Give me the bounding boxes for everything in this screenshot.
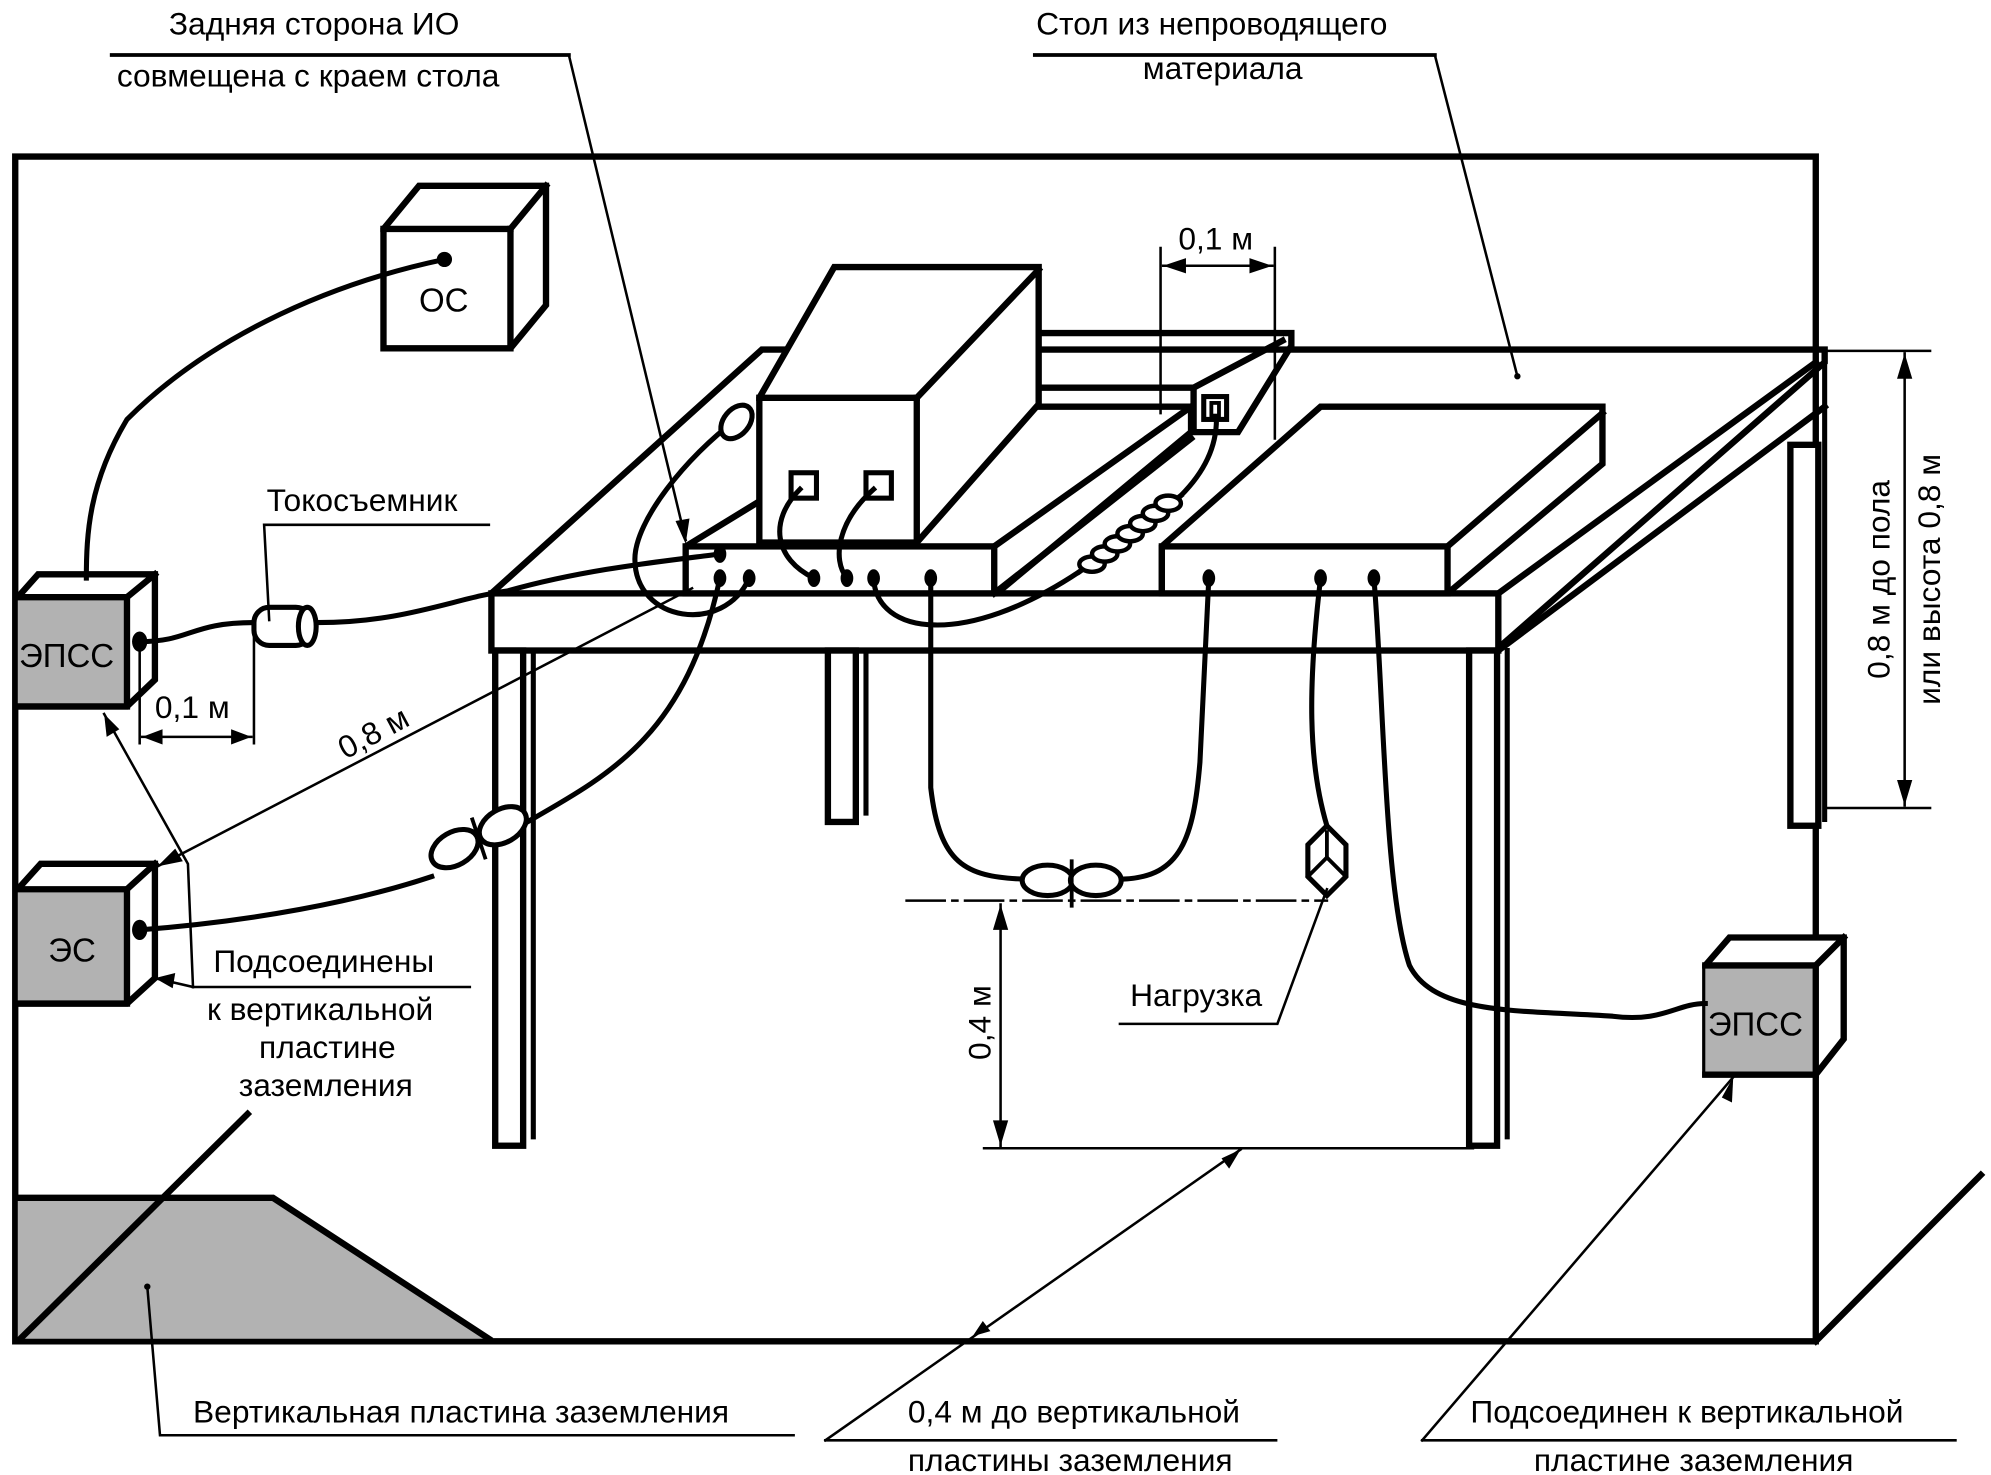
callout-current-probe: Токосъемник bbox=[262, 482, 491, 622]
epss-right-label: ЭПСС bbox=[1708, 1005, 1803, 1042]
dim-0-4m-label: 0,4 м bbox=[961, 985, 997, 1060]
svg-text:Токосъемник: Токосъемник bbox=[267, 482, 459, 518]
dim-height-line1: 0,8 м до пола bbox=[1860, 480, 1896, 679]
svg-text:к вертикальной: к вертикальной bbox=[207, 991, 433, 1027]
callout-connected-left: Подсоединены к вертикальной пластине заз… bbox=[102, 712, 472, 1103]
dimension-0-1m-top: 0,1 м bbox=[1159, 220, 1277, 440]
svg-text:Подсоединены: Подсоединены bbox=[213, 943, 434, 979]
ferrite-es-cable bbox=[428, 804, 529, 871]
svg-text:Задняя сторона ИО: Задняя сторона ИО bbox=[169, 6, 460, 42]
load bbox=[1305, 822, 1349, 900]
svg-text:материала: материала bbox=[1143, 50, 1303, 86]
svg-text:совмещена с краем стола: совмещена с краем стола bbox=[117, 58, 500, 94]
dimension-0-8m-height: 0,8 м до пола или высота 0,8 м bbox=[1823, 349, 1947, 810]
svg-text:пластины заземления: пластины заземления bbox=[908, 1442, 1233, 1475]
epss-left-label: ЭПСС bbox=[19, 637, 114, 674]
auxiliary-unit-rear bbox=[1038, 329, 1295, 436]
os-box: ОС bbox=[380, 181, 551, 352]
dimension-0-1m-left: 0,1 м bbox=[138, 621, 256, 745]
svg-text:заземления: заземления bbox=[239, 1067, 413, 1103]
dim-0-1m-top-label: 0,1 м bbox=[1178, 220, 1253, 256]
callout-distance-plate: 0,4 м до вертикальной пластины заземлени… bbox=[823, 1147, 1278, 1475]
dim-0-8m-label: 0,8 м bbox=[332, 699, 415, 766]
svg-text:0,4 м до вертикальной: 0,4 м до вертикальной bbox=[908, 1394, 1240, 1430]
dimension-0-8m-diagonal: 0,8 м bbox=[155, 586, 694, 869]
svg-text:Вертикальная пластина заземлен: Вертикальная пластина заземления bbox=[193, 1394, 729, 1430]
callout-load: Нагрузка bbox=[1118, 887, 1329, 1026]
vertical-ground-plate bbox=[14, 1109, 494, 1344]
eut-main-box bbox=[756, 263, 1044, 546]
es-box: ЭС bbox=[14, 859, 160, 1007]
ferrite-hanging-cable bbox=[1019, 859, 1124, 908]
es-label: ЭС bbox=[48, 932, 96, 969]
coiled-cable bbox=[1075, 492, 1185, 576]
callout-connected-right: Подсоединен к вертикальной пластине зазе… bbox=[1420, 1075, 1957, 1475]
table bbox=[486, 346, 1830, 1149]
room-frame bbox=[12, 153, 1986, 1346]
svg-text:пластине заземления: пластине заземления bbox=[1534, 1442, 1854, 1475]
cables bbox=[83, 256, 1708, 1020]
epss-right-box: ЭПСС bbox=[1702, 932, 1849, 1078]
svg-text:Подсоединен к вертикальной: Подсоединен к вертикальной bbox=[1470, 1394, 1903, 1430]
callout-table-material: Стол из непроводящего материала bbox=[1032, 6, 1521, 380]
dimension-0-4m-vertical: 0,4 м bbox=[961, 903, 1475, 1150]
callout-back-side: Задняя сторона ИО совмещена с краем стол… bbox=[109, 6, 690, 544]
right-module bbox=[1158, 403, 1607, 597]
dim-height-line2: или высота 0,8 м bbox=[1911, 454, 1947, 705]
svg-text:Нагрузка: Нагрузка bbox=[1130, 977, 1262, 1013]
os-label: ОС bbox=[419, 281, 469, 318]
dim-0-1m-left-label: 0,1 м bbox=[155, 689, 230, 725]
current-probe bbox=[251, 604, 319, 648]
ferrite-eut-cable bbox=[718, 402, 755, 442]
svg-text:Стол из непроводящего: Стол из непроводящего bbox=[1036, 6, 1387, 42]
epss-left-box: ЭПСС bbox=[14, 569, 160, 710]
svg-text:пластине: пластине bbox=[259, 1029, 396, 1065]
callout-vertical-plate: Вертикальная пластина заземления bbox=[144, 1283, 795, 1437]
